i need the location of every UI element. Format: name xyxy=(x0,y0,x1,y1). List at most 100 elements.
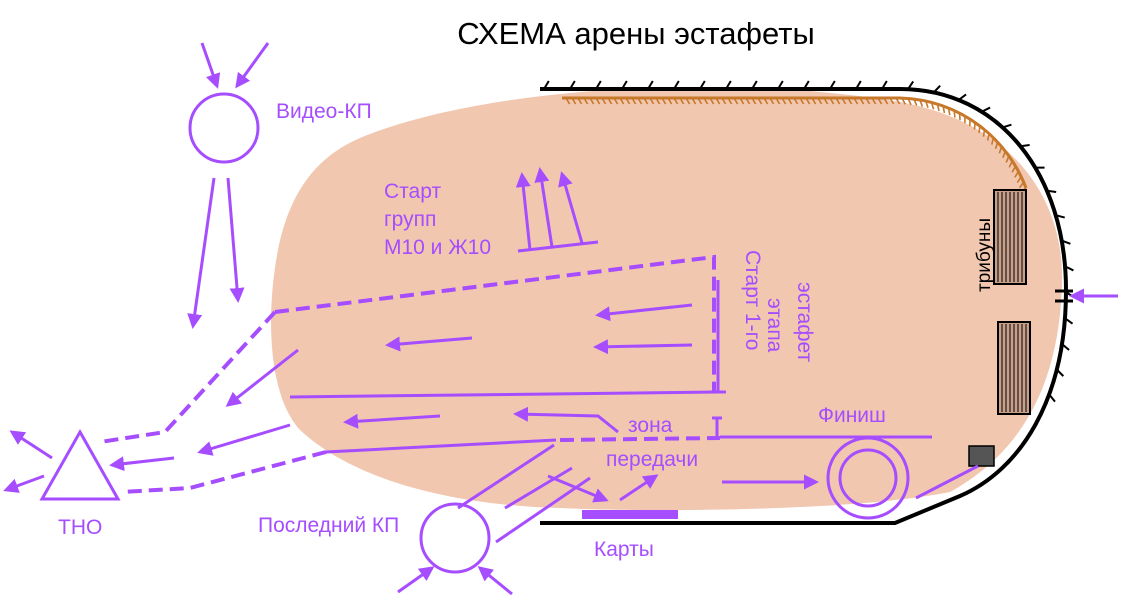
hatch-tick xyxy=(679,97,685,105)
hatch-tick xyxy=(667,97,673,105)
hatch-tick xyxy=(739,97,745,105)
last-kp-in-arrow-1 xyxy=(397,566,435,594)
hatch-tick xyxy=(601,97,607,105)
start-groups-arrow-2 xyxy=(534,167,554,248)
hatch-tick xyxy=(1064,317,1074,325)
hatch-tick xyxy=(787,97,793,105)
hatch-tick xyxy=(699,80,706,90)
hatch-tick xyxy=(661,97,667,105)
hatch-tick xyxy=(978,125,981,134)
hatch-tick xyxy=(1018,181,1025,189)
hatch-tick xyxy=(637,97,643,105)
start-groups-label-1: Старт xyxy=(384,180,441,203)
hatch-tick xyxy=(631,97,637,105)
start-groups-arrow-3 xyxy=(558,171,584,244)
hatch-tick xyxy=(673,97,679,105)
to-tno-arrow-2 xyxy=(197,423,291,456)
hatch-tick xyxy=(745,97,751,105)
hatch-tick xyxy=(733,97,739,105)
hatch-tick xyxy=(613,97,619,105)
lastkp-to-maps-arrow xyxy=(547,474,609,503)
hatch-tick xyxy=(757,97,763,105)
hatch-tick xyxy=(1020,143,1030,148)
hatch-tick xyxy=(1014,170,1020,178)
hatch-tick xyxy=(919,99,924,107)
start-leg-label-1: Старт 1-го xyxy=(741,250,764,350)
hatch-tick xyxy=(721,97,727,105)
tno-dashed-upper xyxy=(99,310,277,444)
last-kp-in-arrow-2 xyxy=(477,566,513,596)
lanes-top-boundary xyxy=(274,254,716,392)
hatch-tick xyxy=(817,97,823,105)
hatch-tick xyxy=(853,97,859,105)
hatch-tick xyxy=(990,137,995,145)
lane-lower xyxy=(325,438,557,454)
video-kp-in-arrow-2 xyxy=(235,42,270,89)
video-kp-in-arrow-1 xyxy=(200,42,221,89)
hatch-tick xyxy=(769,97,775,105)
lane-arrow-2 xyxy=(593,339,693,355)
hatch-tick xyxy=(1048,393,1056,403)
hatch-tick xyxy=(895,97,901,105)
hatch-tick xyxy=(986,133,990,141)
hatch-tick xyxy=(1046,189,1057,194)
hatch-tick xyxy=(1005,155,1010,163)
hatch-tick xyxy=(577,97,583,105)
start-leg-label-2: этапа xyxy=(763,298,786,353)
lane-arrow-4 xyxy=(343,413,441,429)
hatch-tick xyxy=(913,98,918,106)
hatch-tick xyxy=(777,80,784,90)
exchange-arrow xyxy=(513,406,619,434)
hatch-tick xyxy=(619,97,625,105)
lastkp-path-2 xyxy=(495,476,591,544)
hatch-tick xyxy=(883,97,889,105)
hatch-tick xyxy=(953,110,956,118)
finish-circle-outer xyxy=(826,436,910,520)
hatch-tick xyxy=(775,97,781,105)
hatch-tick xyxy=(697,97,703,105)
hatch-tick xyxy=(901,97,907,105)
hatch-tick xyxy=(829,80,836,90)
hatch-tick xyxy=(691,97,697,105)
hatch-tick xyxy=(1016,176,1022,183)
maps-stand xyxy=(582,510,678,519)
hatch-tick xyxy=(649,97,655,105)
start-groups-label-3: М10 и Ж10 xyxy=(384,236,491,259)
hatch-tick xyxy=(823,97,829,105)
hatch-tick xyxy=(751,97,757,105)
start-leg-label-3: эстафет xyxy=(793,282,816,363)
hatch-tick xyxy=(595,80,602,90)
lastkp-path-3 xyxy=(504,466,573,510)
hatch-tick xyxy=(621,80,628,90)
tno-out-arrow-1 xyxy=(9,430,53,460)
tribunes-label: трибуны xyxy=(974,218,995,292)
hatch-tick xyxy=(925,100,929,109)
hatch-tick xyxy=(847,97,853,105)
hatch-tick xyxy=(673,80,680,90)
hatch-tick xyxy=(877,97,883,105)
hatch-tick xyxy=(781,97,787,105)
lane-upper xyxy=(289,390,719,399)
start-groups-arrow-1 xyxy=(515,172,532,251)
hatch-tick xyxy=(643,97,649,105)
video-kp-out-arrow-2 xyxy=(226,177,245,303)
hatch-tick xyxy=(571,97,577,105)
maps-to-exchange-arrow xyxy=(619,474,659,502)
hatch-tick xyxy=(655,97,661,105)
hatch-tick xyxy=(625,97,631,105)
hatch-tick xyxy=(865,97,871,105)
hatch-tick xyxy=(982,129,986,137)
tno-out-arrow-2 xyxy=(3,474,45,493)
hatch-tick xyxy=(725,80,732,90)
routes xyxy=(3,42,1118,596)
hatch-tick xyxy=(981,106,991,113)
hatch-tick xyxy=(871,97,877,105)
last-kp-circle xyxy=(419,502,491,574)
hatch-tick xyxy=(859,97,865,105)
diagram-title: СХЕМА арены эстафеты xyxy=(457,16,814,51)
hatch-tick xyxy=(1061,343,1070,351)
hatch-tick xyxy=(763,97,769,105)
hatch-tick xyxy=(1056,368,1065,377)
inner-fence xyxy=(562,96,1028,189)
